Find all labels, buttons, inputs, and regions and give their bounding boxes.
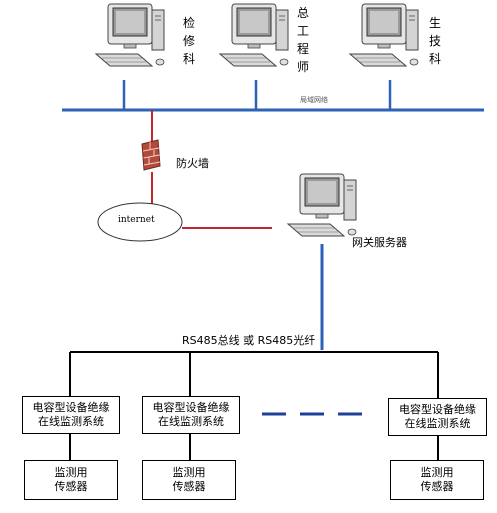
sensor-box-1: 监测用 传感器 — [24, 460, 118, 500]
workstation-computer-icon-1 — [95, 3, 165, 67]
firewall-label: 防火墙 — [176, 157, 209, 170]
workstation-label-1: 检 修 科 — [182, 16, 195, 66]
workstation-label-3: 生 技 科 — [428, 16, 441, 66]
workstation-computer-icon-2 — [219, 3, 289, 67]
gateway-label: 网关服务器 — [352, 236, 407, 249]
internet-label: internet — [118, 215, 155, 225]
sensor-box-3: 监测用 传感器 — [390, 460, 484, 500]
monitoring-system-box-3: 电容型设备绝缘 在线监测系统 — [388, 398, 487, 436]
sensor-box-2: 监测用 传感器 — [142, 460, 236, 500]
firewall-icon — [141, 139, 161, 171]
workstation-label-2: 总 工 程 师 — [296, 6, 309, 74]
lan-tag: 局域网络 — [300, 96, 328, 104]
gateway-computer-icon — [287, 173, 357, 237]
workstation-computer-icon-3 — [349, 3, 419, 67]
monitoring-system-box-1: 电容型设备绝缘 在线监测系统 — [22, 396, 120, 434]
monitoring-system-box-2: 电容型设备绝缘 在线监测系统 — [142, 396, 240, 434]
bus-label: RS485总线 或 RS485光纤 — [182, 334, 316, 347]
internet-ellipse — [97, 202, 183, 242]
